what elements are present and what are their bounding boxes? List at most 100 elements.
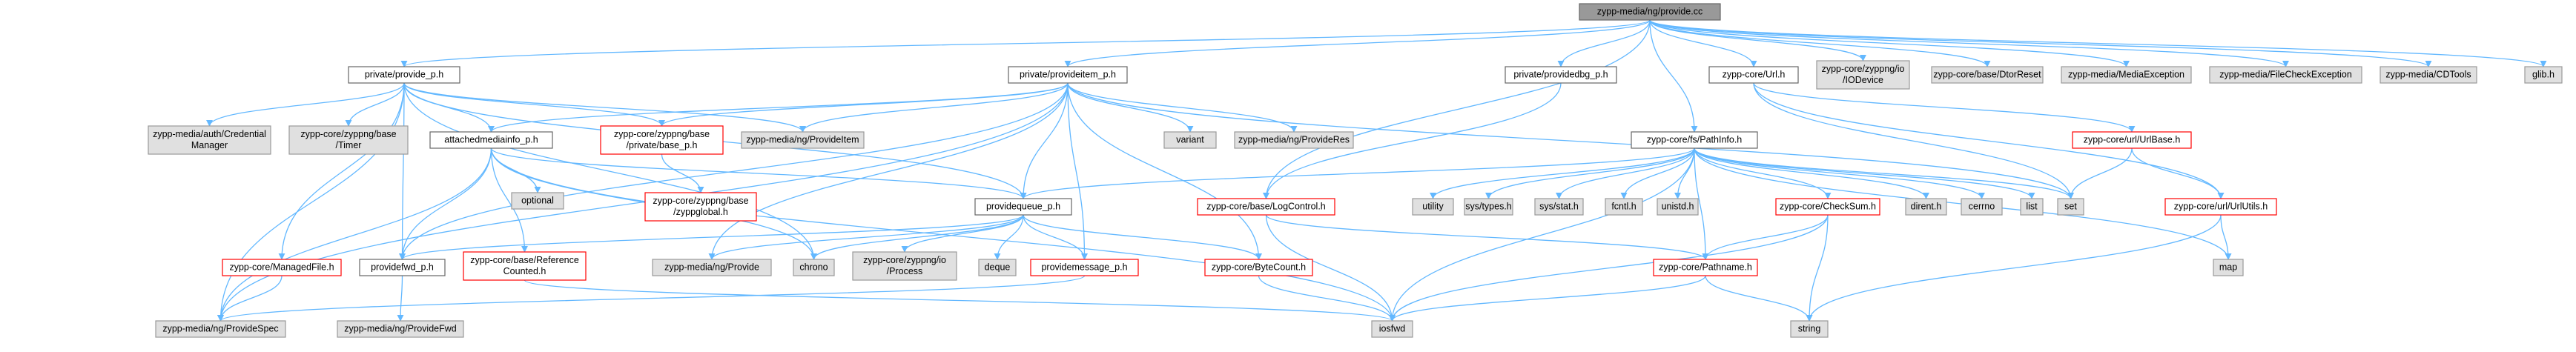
edge-provide_p-to-base_p <box>403 82 665 127</box>
edge-pathinfo-to-utility <box>1430 147 1695 199</box>
node-label: set <box>2064 201 2077 211</box>
node-label: unistd.h <box>1662 201 1694 211</box>
node-label: zypp-core/url/UrlUtils.h <box>2174 201 2268 211</box>
edge-provide_p-to-provideitem <box>403 82 806 133</box>
node-box <box>1653 259 1758 276</box>
nodes-layer: zypp-media/ng/provide.cc private/provide_… <box>148 3 2563 338</box>
node-box <box>1204 259 1313 276</box>
edge-provideitem_p-to-attachedmediainfo <box>488 82 1069 133</box>
node-zypp-core-url-urlbase-h[interactable]: zypp-core/url/UrlBase.h <box>2072 131 2192 149</box>
node-zypp-media-ng-provide-cc[interactable]: zypp-media/ng/provide.cc <box>1579 3 1721 21</box>
node-zypp-core-zyppng-io-process: zypp-core/zyppng/io/Process <box>852 251 957 281</box>
node-attachedmediainfo-p-h[interactable]: attachedmediainfo_p.h <box>429 131 553 149</box>
edge-providequeue-to-providefwd_p <box>399 214 1024 260</box>
edge-refcounted-to-iosfwd <box>524 279 1396 322</box>
node-box <box>1605 198 1643 216</box>
edge-provide_p-to-timer <box>345 82 405 127</box>
node-box <box>155 320 286 338</box>
node-label: list <box>2026 201 2038 211</box>
edge-url-to-urlutils <box>1753 82 2225 199</box>
node-glib-h: glib.h <box>2524 66 2563 84</box>
edge-pathinfo-to-set <box>1694 147 2074 199</box>
edge-pathinfo-to-fcntl <box>1620 147 1695 199</box>
node-zypp-core-zyppng-io-iodevice: zypp-core/zyppng/io/IODevice <box>1816 60 1910 90</box>
node-chrono: chrono <box>793 259 835 276</box>
node-zypp-core-checksum-h[interactable]: zypp-core/CheckSum.h <box>1775 198 1880 216</box>
node-label: zypp-media/CDTools <box>2385 69 2471 79</box>
edge-urlbase-to-set <box>2067 147 2133 199</box>
node-label: Manager <box>191 140 228 150</box>
node-label: zypp-media/ng/provide.cc <box>1597 6 1703 16</box>
node-zypp-core-zyppng-base-zyppglobal-h[interactable]: zypp-core/zyppng/base/zyppglobal.h <box>644 192 757 222</box>
node-box <box>222 259 342 276</box>
node-zypp-core-fs-pathinfo-h[interactable]: zypp-core/fs/PathInfo.h <box>1631 131 1758 149</box>
node-label: sys/types.h <box>1465 201 1512 211</box>
node-private-provide-p-h[interactable]: private/provide_p.h <box>348 66 460 84</box>
node-box <box>600 125 724 155</box>
edge-providequeue-to-providemessage <box>1023 214 1089 260</box>
edge-provideitem_p-to-bytecount <box>1067 82 1263 260</box>
edge-base_p-to-zyppglobal <box>661 153 704 193</box>
node-variant: variant <box>1163 131 1217 149</box>
edge-urlbase-to-urlutils <box>2131 147 2225 199</box>
edge-pathname-to-iosfwd <box>1389 275 1706 322</box>
edge-providequeue-to-deque <box>994 214 1024 260</box>
edge-providequeue-to-chrono <box>810 214 1024 260</box>
edge-providemessage-to-providespec <box>217 275 1086 322</box>
node-zypp-media-ng-providefwd: zypp-media/ng/ProvideFwd <box>337 320 464 338</box>
node-label: zypp-core/url/UrlBase.h <box>2084 134 2181 145</box>
node-zypp-media-cdtools: zypp-media/CDTools <box>2380 66 2477 84</box>
edge-checksum-to-iosfwd <box>1389 214 1829 322</box>
node-box <box>1412 198 1454 216</box>
node-box <box>1008 66 1128 84</box>
node-zypp-core-url-h[interactable]: zypp-core/Url.h <box>1708 66 1799 84</box>
node-zypp-core-base-logcontrol-h[interactable]: zypp-core/base/LogControl.h <box>1197 198 1335 216</box>
node-box <box>852 251 957 281</box>
node-label: /private/base_p.h <box>627 140 698 150</box>
node-private-providedbg-p-h[interactable]: private/providedbg_p.h <box>1505 66 1617 84</box>
edge-pathinfo-to-systypes <box>1485 147 1695 199</box>
node-providefwd-p-h[interactable]: providefwd_p.h <box>359 259 446 276</box>
node-box <box>2020 198 2044 216</box>
node-label: zypp-core/zyppng/io <box>1822 64 1905 74</box>
edge-provideitem_p-to-provideres <box>1067 82 1298 133</box>
node-label: utility <box>1422 201 1444 211</box>
node-label: providefwd_p.h <box>371 262 434 272</box>
node-label: providequeue_p.h <box>986 201 1060 211</box>
node-box <box>1163 131 1217 149</box>
edge-provideitem_p-to-providequeue <box>1020 82 1069 199</box>
node-label: zypp-core/base/LogControl.h <box>1206 201 1326 211</box>
node-label: cerrno <box>1969 201 1995 211</box>
node-box <box>1905 198 1947 216</box>
node-label: zypp-media/ng/ProvideItem <box>746 134 859 145</box>
node-box <box>1961 198 2003 216</box>
node-zypp-core-pathname-h[interactable]: zypp-core/Pathname.h <box>1653 259 1758 276</box>
edge-providefwd_p-to-providefwd <box>397 275 404 322</box>
node-map: map <box>2213 259 2244 276</box>
edge-root-to-pathinfo <box>1649 19 1698 133</box>
edge-provide_p-to-providespec <box>217 82 405 322</box>
node-providemessage-p-h[interactable]: providemessage_p.h <box>1030 259 1139 276</box>
node-box <box>2072 131 2192 149</box>
edge-root-to-provide_p <box>400 19 1651 67</box>
node-zypp-core-zyppng-base-private-base-p-h[interactable]: zypp-core/zyppng/base/private/base_p.h <box>600 125 724 155</box>
node-providequeue-p-h[interactable]: providequeue_p.h <box>974 198 1072 216</box>
node-utility: utility <box>1412 198 1454 216</box>
node-box <box>1657 198 1699 216</box>
node-label: zypp-core/zyppng/base <box>614 129 710 139</box>
node-zypp-core-bytecount-h[interactable]: zypp-core/ByteCount.h <box>1204 259 1313 276</box>
node-zypp-core-managedfile-h[interactable]: zypp-core/ManagedFile.h <box>222 259 342 276</box>
node-label: zypp-media/ng/ProvideFwd <box>344 323 457 333</box>
node-box <box>741 131 865 149</box>
node-box <box>1708 66 1799 84</box>
node-private-provideitem-p-h[interactable]: private/provideitem_p.h <box>1008 66 1128 84</box>
node-label: attachedmediainfo_p.h <box>444 134 538 145</box>
node-zypp-media-filecheckexception: zypp-media/FileCheckException <box>2209 66 2362 84</box>
edge-managedfile-to-providespec <box>217 275 283 322</box>
node-zypp-core-url-urlutils-h[interactable]: zypp-core/url/UrlUtils.h <box>2164 198 2277 216</box>
node-list: list <box>2020 198 2044 216</box>
node-box <box>2213 259 2244 276</box>
edge-provideitem_p-to-base_p <box>658 82 1069 127</box>
edge-checksum-to-string <box>1806 214 1829 322</box>
